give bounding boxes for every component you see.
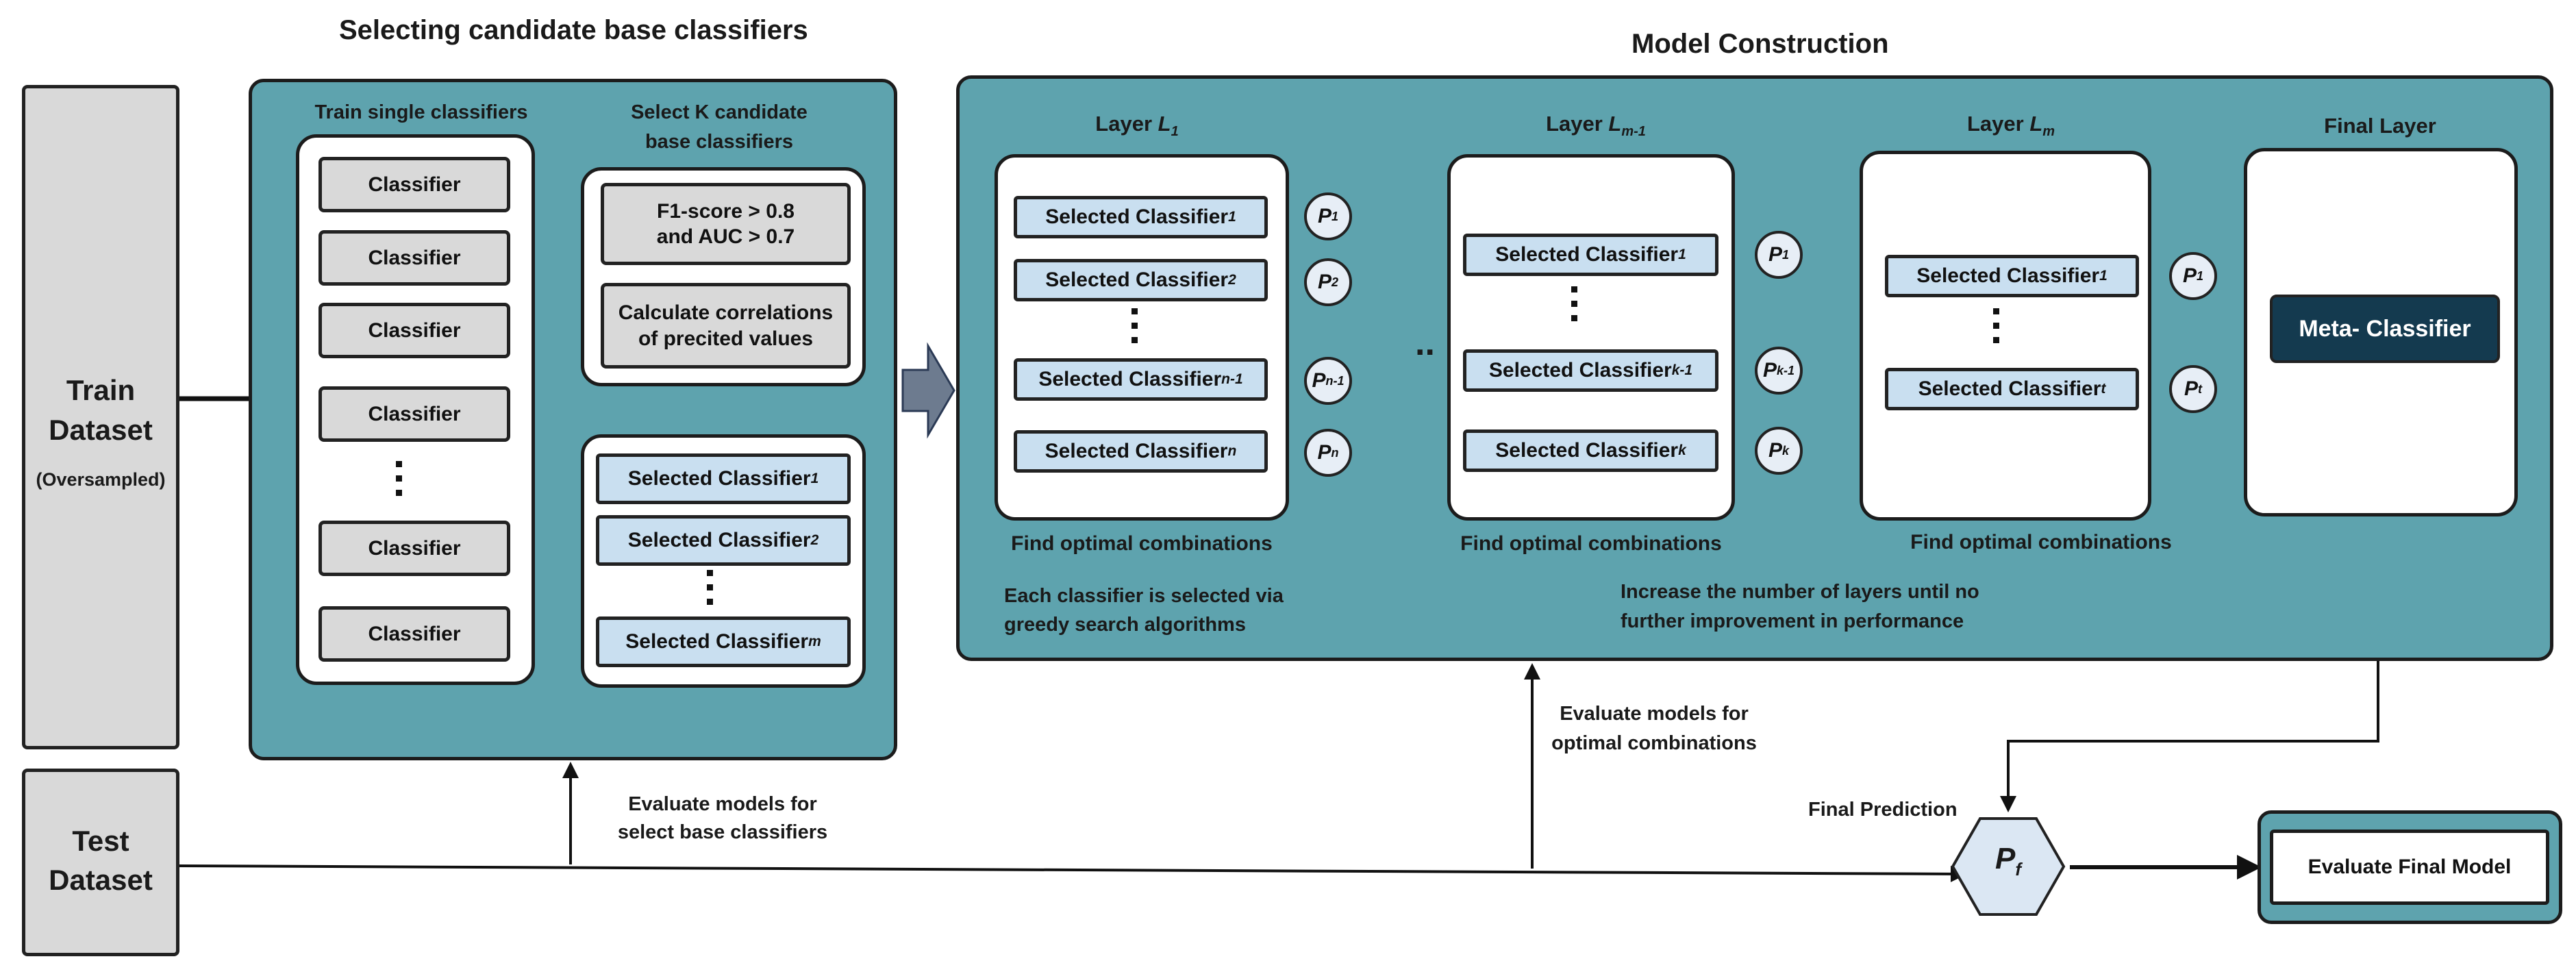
vertical-ellipsis [1571, 286, 1578, 329]
greedy-note-line1: Each classifier is selected via [1004, 585, 1284, 607]
eval-opt-line2: optimal combinations [1551, 732, 1757, 754]
vertical-ellipsis [1993, 308, 2000, 351]
big-arrow [901, 342, 955, 439]
layer-ellipsis: .. [1415, 323, 1435, 363]
train-dataset-note: (Oversampled) [36, 469, 166, 490]
right-section-title: Model Construction [1631, 29, 1889, 59]
select-k-title-line2: base classifiers [645, 131, 794, 153]
classifier-box-5: Classifier [318, 521, 510, 576]
test-dataset-line1: Test [72, 825, 129, 857]
classifier-box-4: Classifier [318, 386, 510, 442]
greedy-note-line2: greedy search algorithms [1004, 614, 1246, 636]
layer-lm-panel [1860, 151, 2151, 521]
classifier-box-1: Classifier [318, 157, 510, 212]
train-dataset-line1: Train [66, 374, 136, 406]
layer-lm-title: Layer Lm [1966, 112, 2055, 140]
pf-hexagon [1951, 817, 2066, 916]
layer-lm1-title: Layer Lm-1 [1546, 112, 1646, 140]
final-prediction-label: Final Prediction [1808, 799, 1958, 821]
vertical-ellipsis [707, 570, 714, 613]
classifier-box-3: Classifier [318, 303, 510, 358]
eval-base-line2: select base classifiers [617, 821, 828, 843]
eval-base-line1: Evaluate models for [628, 793, 817, 815]
layer-l1-title: Layer L1 [1095, 112, 1179, 140]
train-dataset-line2: Dataset [49, 414, 153, 446]
eval-opt-line1: Evaluate models for [1560, 703, 1749, 725]
classifier-box-2: Classifier [318, 230, 510, 286]
select-k-title-line1: Select K candidate [631, 101, 808, 123]
test-dataset-line2: Dataset [49, 864, 153, 896]
left-section-title: Selecting candidate base classifiers [339, 15, 808, 45]
find-optimal-lm: Find optimal combinations [1910, 531, 2172, 553]
vertical-ellipsis [1131, 308, 1138, 351]
train-dataset-box [22, 85, 179, 749]
meta-classifier-box: Meta- Classifier [2270, 295, 2500, 363]
find-optimal-l1: Find optimal combinations [1011, 532, 1273, 555]
increase-note-line2: further improvement in performance [1621, 610, 1964, 632]
pf-label: Pf [1994, 842, 2022, 880]
find-optimal-lm1: Find optimal combinations [1460, 532, 1722, 555]
increase-note-line1: Increase the number of layers until no [1621, 581, 1979, 603]
classifier-box-6: Classifier [318, 606, 510, 662]
train-single-title: Train single classifiers [314, 101, 528, 123]
vertical-ellipsis [396, 461, 403, 504]
final-layer-title: Final Layer [2324, 114, 2436, 138]
evaluate-final-box: Evaluate Final Model [2270, 830, 2549, 905]
test-dataset-box [22, 769, 179, 956]
